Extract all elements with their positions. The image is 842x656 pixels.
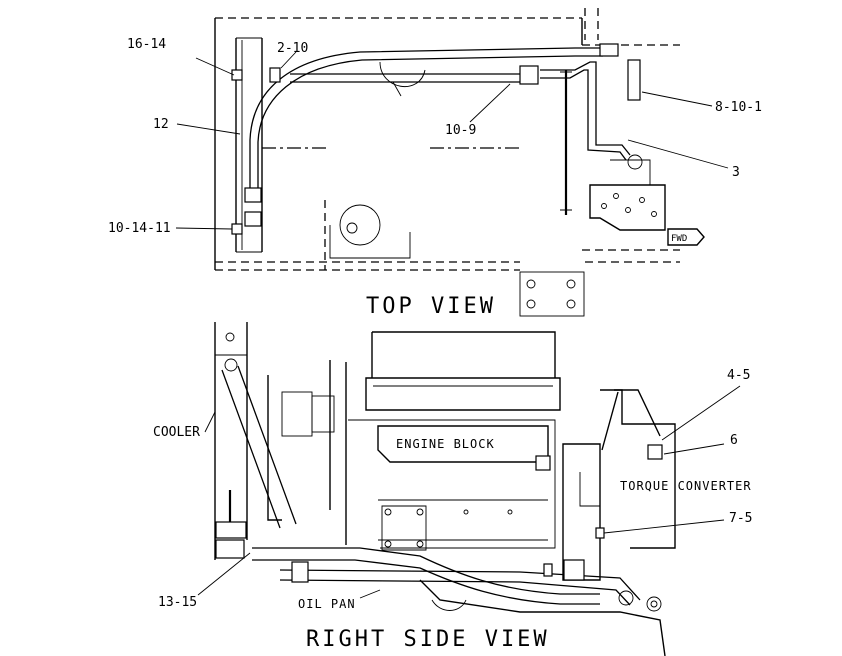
callout-10-14-11: 10-14-11 xyxy=(108,221,171,236)
callout-12: 12 xyxy=(153,117,169,132)
oil-pan-label: OIL PAN xyxy=(298,597,356,611)
callout-7-5: 7-5 xyxy=(729,511,752,526)
callout-4-5: 4-5 xyxy=(727,368,750,383)
callout-10-9: 10-9 xyxy=(445,123,476,138)
fwd-label: FWD xyxy=(671,234,687,244)
right-side-view-title: RIGHT SIDE VIEW xyxy=(306,627,550,652)
callout-8-10-1: 8-10-1 xyxy=(715,100,762,115)
top-view: FWD 16-14 2-10 12 10-9 8-10-1 3 10-14-11… xyxy=(108,8,762,319)
callout-6: 6 xyxy=(730,433,738,448)
callout-16-14: 16-14 xyxy=(127,37,166,52)
top-view-title: TOP VIEW xyxy=(366,294,496,319)
torque-converter-label: TORQUE CONVERTER xyxy=(620,479,752,493)
cooler-label: COOLER xyxy=(153,425,200,440)
engine-block-label: ENGINE BLOCK xyxy=(396,437,495,451)
callout-13-15: 13-15 xyxy=(158,595,197,610)
callout-2-10: 2-10 xyxy=(277,41,308,56)
right-side-view: ENGINE BLOCK TORQUE CONVERTER xyxy=(153,322,752,656)
callout-3: 3 xyxy=(732,165,740,180)
forward-arrow-icon xyxy=(667,228,705,246)
